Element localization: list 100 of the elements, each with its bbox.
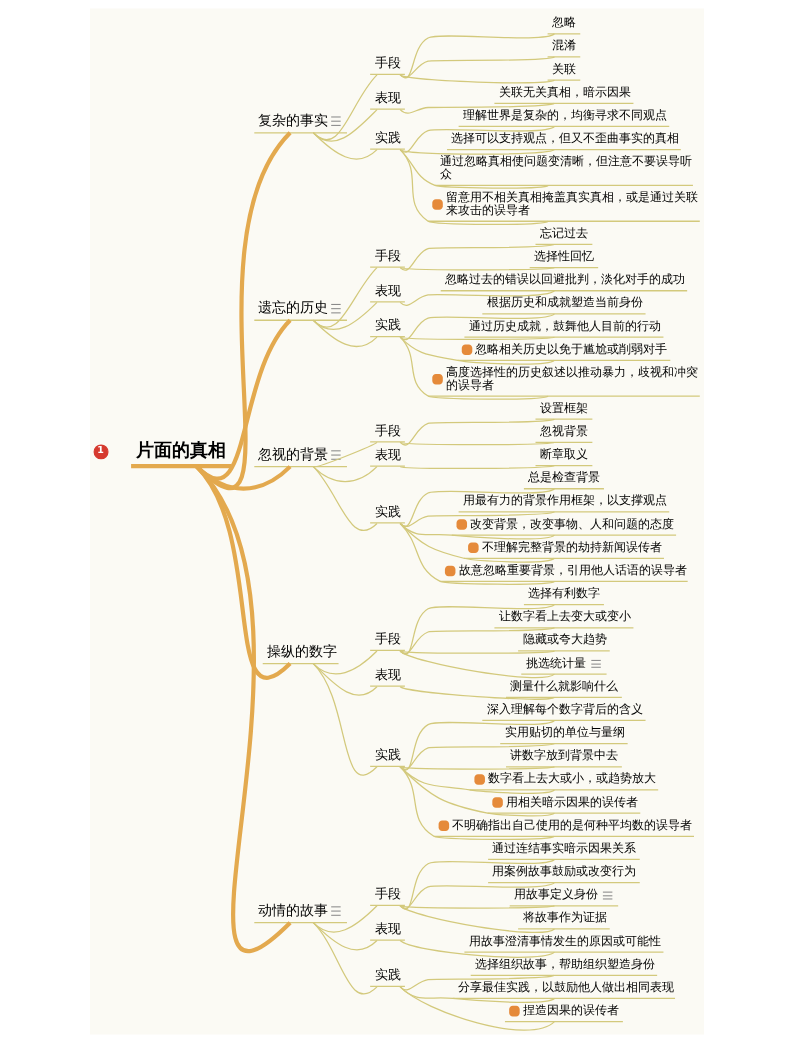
node-text: 混淆 <box>551 38 576 53</box>
node-text: 表现 <box>374 446 401 462</box>
connector <box>399 686 555 700</box>
node-text: 让数字看上去变大或变小 <box>498 609 631 624</box>
node-text: 用案例故事鼓励或改变行为 <box>491 864 636 879</box>
connector <box>399 522 555 585</box>
connector <box>399 766 555 794</box>
connector <box>312 466 378 532</box>
node-text: 操纵的数字 <box>266 642 337 659</box>
connector <box>399 418 555 446</box>
node-text: 实践 <box>374 747 401 762</box>
connector <box>194 465 291 680</box>
node-text: 手段 <box>374 886 401 902</box>
node-text: 复杂的事实 <box>258 111 329 128</box>
connector <box>399 488 555 527</box>
connector <box>399 336 555 340</box>
node-text: 忽视的背景 <box>258 445 329 462</box>
connector <box>399 719 555 771</box>
node-text: 深入理解每个数字背后的含义 <box>486 701 643 716</box>
node-text: 讲数字放到背景中去 <box>509 748 618 763</box>
node-text: 选择性回忆 <box>533 249 594 263</box>
node-text: 用最有力的背景作用框架，以支撑观点 <box>462 493 667 508</box>
connector <box>312 319 378 348</box>
connector <box>399 743 555 770</box>
node-text: 选择组织故事，帮助组织塑造身份 <box>474 956 655 971</box>
node-text: 表现 <box>374 282 401 298</box>
connector <box>399 149 549 226</box>
connector <box>399 766 555 817</box>
connector <box>399 441 555 446</box>
node-text: 通过连结事实暗示因果关系 <box>491 840 636 855</box>
connector <box>399 905 555 933</box>
connector <box>399 882 555 910</box>
connector <box>399 650 555 654</box>
connector <box>399 125 555 153</box>
connector <box>312 441 378 468</box>
node-text: 表现 <box>374 89 401 105</box>
node-text: 用故事定义身份 <box>513 887 598 902</box>
connector <box>312 922 378 995</box>
node-text: 手段 <box>374 55 401 71</box>
connector <box>399 986 555 1031</box>
connector <box>312 132 378 160</box>
node-label: 高度选择性的历史叙述以推动暴力，歧视和冲突 <box>445 364 698 379</box>
node-text: 用故事澄清事情发生的原因或可能性 <box>468 933 661 948</box>
node-text: 忘记过去 <box>539 225 588 240</box>
node-text: 测量什么就影响什么 <box>509 678 618 693</box>
connector <box>399 905 555 909</box>
connector <box>312 301 378 331</box>
connector <box>399 766 555 841</box>
node-text: 通过历史成就，鼓舞他人目前的行动 <box>468 318 661 333</box>
connector <box>399 939 555 958</box>
connector <box>399 266 555 271</box>
connector <box>399 336 549 400</box>
node-text: 手段 <box>374 422 401 438</box>
node-text: 实用贴切的单位与量纲 <box>504 725 625 740</box>
connector <box>399 858 555 910</box>
connector <box>399 464 555 470</box>
node-label: 1 <box>96 444 104 456</box>
node-text: 隐藏或夸大趋势 <box>522 632 607 647</box>
node-text: 分享最佳实践，以鼓励他人做出相同表现 <box>457 979 674 994</box>
node-text: 忽略过去的错误以回避批判，淡化对手的成功 <box>444 272 685 287</box>
connector <box>399 766 555 770</box>
connector <box>194 465 291 952</box>
node-text: 断章取义 <box>539 447 588 461</box>
node-text: 忽视背景 <box>539 423 588 438</box>
node-label: 留意用不相关真相掩盖真实真相，或是通过关联 <box>445 190 698 205</box>
connector <box>399 149 555 155</box>
node-text: 选择可以支持观点，但又不歪曲事实的真相 <box>450 131 679 146</box>
node-text: 通过忽略真相使问题变清晰，但注意不要误导听众 <box>439 154 692 181</box>
node-text: 片面的真相 <box>135 438 226 460</box>
node-text: 挑选统计量 <box>525 655 586 670</box>
connector <box>399 511 555 528</box>
connector <box>399 56 555 79</box>
node-text: 将故事作为证据 <box>522 910 607 925</box>
connector <box>399 102 555 114</box>
connector <box>399 243 555 271</box>
node-text: 实践 <box>374 503 401 519</box>
connector <box>399 290 555 306</box>
node-text: 遗忘的历史 <box>258 299 329 316</box>
node-text: 理解世界是复杂的，均衡寻求不同观点 <box>462 107 667 122</box>
node-text: 实践 <box>374 967 401 983</box>
node-text: 表现 <box>374 666 401 682</box>
node-text: 根据历史和成就塑造当前身份 <box>486 295 643 310</box>
connector <box>399 313 555 341</box>
connector <box>399 627 555 655</box>
connector <box>399 603 555 655</box>
connector <box>399 33 555 79</box>
node-text: 忽略 <box>551 15 576 30</box>
node-text: 动情的故事 <box>258 901 329 918</box>
node-text: 实践 <box>374 317 401 333</box>
connector <box>399 336 555 365</box>
connector <box>312 662 378 776</box>
node-text: 选择有利数字 <box>527 586 600 601</box>
node-text: 关联 <box>551 61 576 76</box>
node-text: 表现 <box>374 920 401 936</box>
node-text: 实践 <box>374 129 401 145</box>
node-text: 设置框架 <box>539 400 588 415</box>
node-text: 关联无关真相，暗示因果 <box>498 84 631 99</box>
node-text: 总是检查背景 <box>527 470 600 485</box>
connector <box>399 74 555 84</box>
node-text: 手段 <box>374 631 401 647</box>
